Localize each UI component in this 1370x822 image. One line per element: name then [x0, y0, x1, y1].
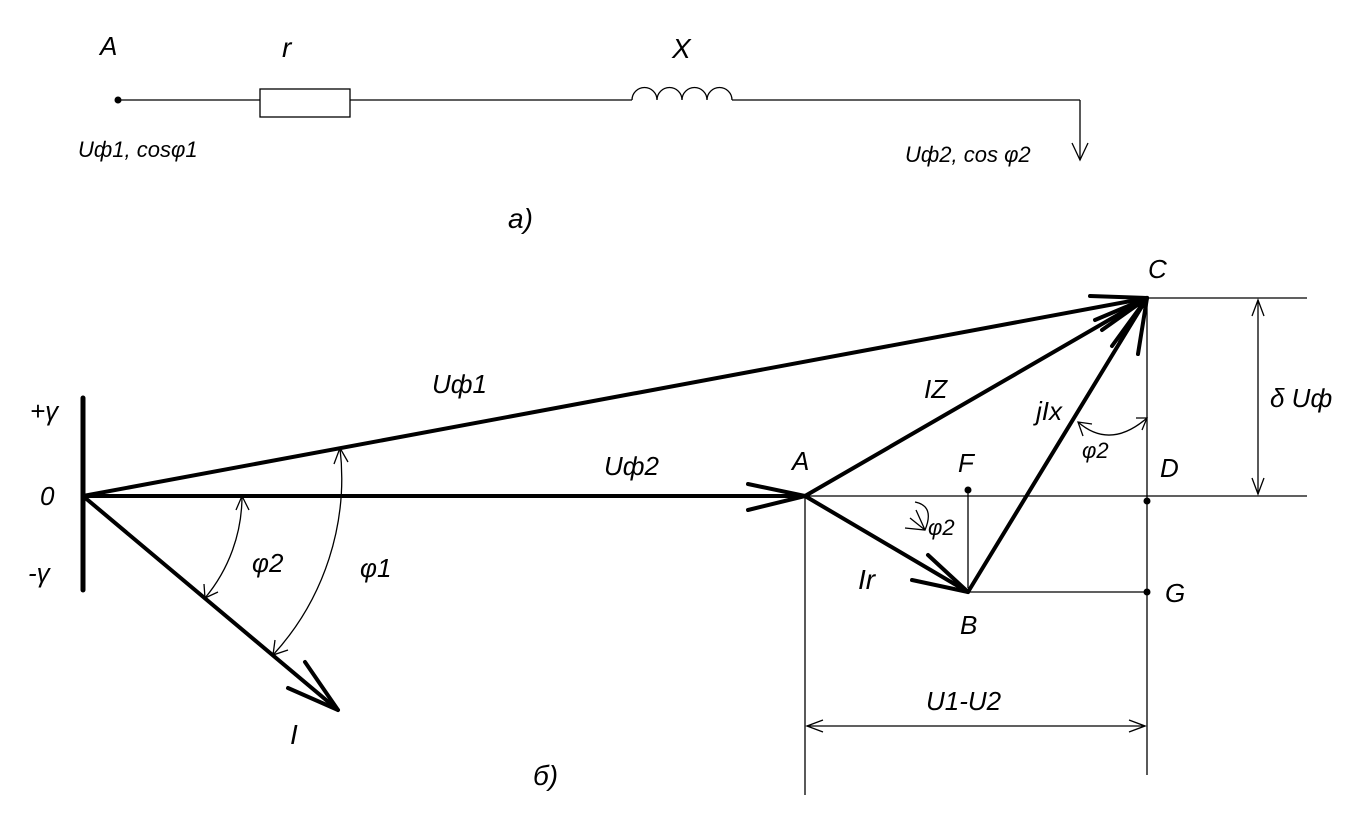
phi2-c-label: φ2: [1082, 438, 1109, 463]
point-f-label: F: [958, 448, 976, 478]
phi2-b-label: φ2: [928, 515, 955, 540]
plus-gamma-label: +γ: [30, 396, 60, 426]
phi2-small-arc-b: [904, 501, 929, 531]
phi1-arc: [272, 447, 343, 656]
phi1-label: φ1: [360, 553, 391, 583]
iz-vector: [803, 296, 1149, 498]
ir-label: Ir: [858, 564, 877, 595]
phasor-diagram: +γ 0 -γ Uф1 Uф2 I φ2 φ1 A B C D F G IZ j…: [28, 254, 1332, 795]
circuit-node-a-label: A: [98, 31, 117, 61]
delta-u-arrow-bottom-icon: [1251, 477, 1265, 496]
end-params-label: Uф2, cos φ2: [905, 142, 1031, 167]
phi2-arc-at-c: [1077, 417, 1148, 436]
load-arrow-icon: [1071, 142, 1089, 162]
resistor-label: r: [282, 32, 293, 63]
u1-label: Uф1: [432, 369, 487, 399]
iz-label: IZ: [924, 374, 948, 404]
circuit-diagram: A r X Uф1, cosφ1 Uф2, cos φ2 а): [78, 31, 1089, 234]
phi2-small-arc-b-arrow-icon: [909, 509, 926, 531]
phi2-arc-arrow-bottom-icon: [203, 583, 219, 599]
point-a-label: A: [790, 446, 809, 476]
current-vector: [81, 494, 340, 712]
start-params-label: Uф1, cosφ1: [78, 137, 198, 162]
jix-arrowhead-icon: [1118, 296, 1149, 356]
jix-vector: [966, 296, 1149, 594]
phi1-arc-arrow-bottom-icon: [272, 639, 289, 656]
u-diff-arrow-left-icon: [805, 719, 824, 733]
u2-label: Uф2: [604, 451, 659, 481]
phi2-arc-arrow-top-icon: [235, 494, 250, 511]
resistor-symbol: [259, 88, 351, 118]
caption-b: б): [533, 760, 558, 791]
phi2-arc-c-arrow-right-icon: [1136, 417, 1148, 431]
u-diff-label: U1-U2: [926, 686, 1002, 716]
point-d-dot: [1143, 497, 1151, 505]
point-g-dot: [1143, 588, 1151, 596]
current-label: I: [290, 719, 298, 750]
point-c-label: C: [1148, 254, 1167, 284]
current-arrowhead-icon: [286, 660, 340, 712]
point-g-label: G: [1165, 578, 1185, 608]
phi2-arc: [204, 495, 243, 599]
u1-vector: [81, 296, 1149, 498]
phi2-arc-c-arrow-left-icon: [1077, 421, 1093, 437]
jix-label: jIx: [1033, 396, 1063, 426]
delta-u-label: δ Uф: [1270, 383, 1332, 413]
point-f-dot: [964, 486, 972, 494]
inductor-symbol: [631, 86, 733, 101]
inductor-label: X: [671, 33, 692, 64]
point-b-label: B: [960, 610, 977, 640]
delta-u-arrow-top-icon: [1251, 298, 1265, 317]
ir-vector: [803, 494, 970, 594]
phi1-arc-arrow-top-icon: [333, 446, 349, 465]
origin-label: 0: [40, 481, 55, 511]
minus-gamma-label: -γ: [28, 558, 52, 588]
point-d-label: D: [1160, 453, 1179, 483]
u-diff-arrow-right-icon: [1128, 719, 1147, 733]
caption-a: а): [508, 203, 533, 234]
phi2-label: φ2: [252, 548, 284, 578]
